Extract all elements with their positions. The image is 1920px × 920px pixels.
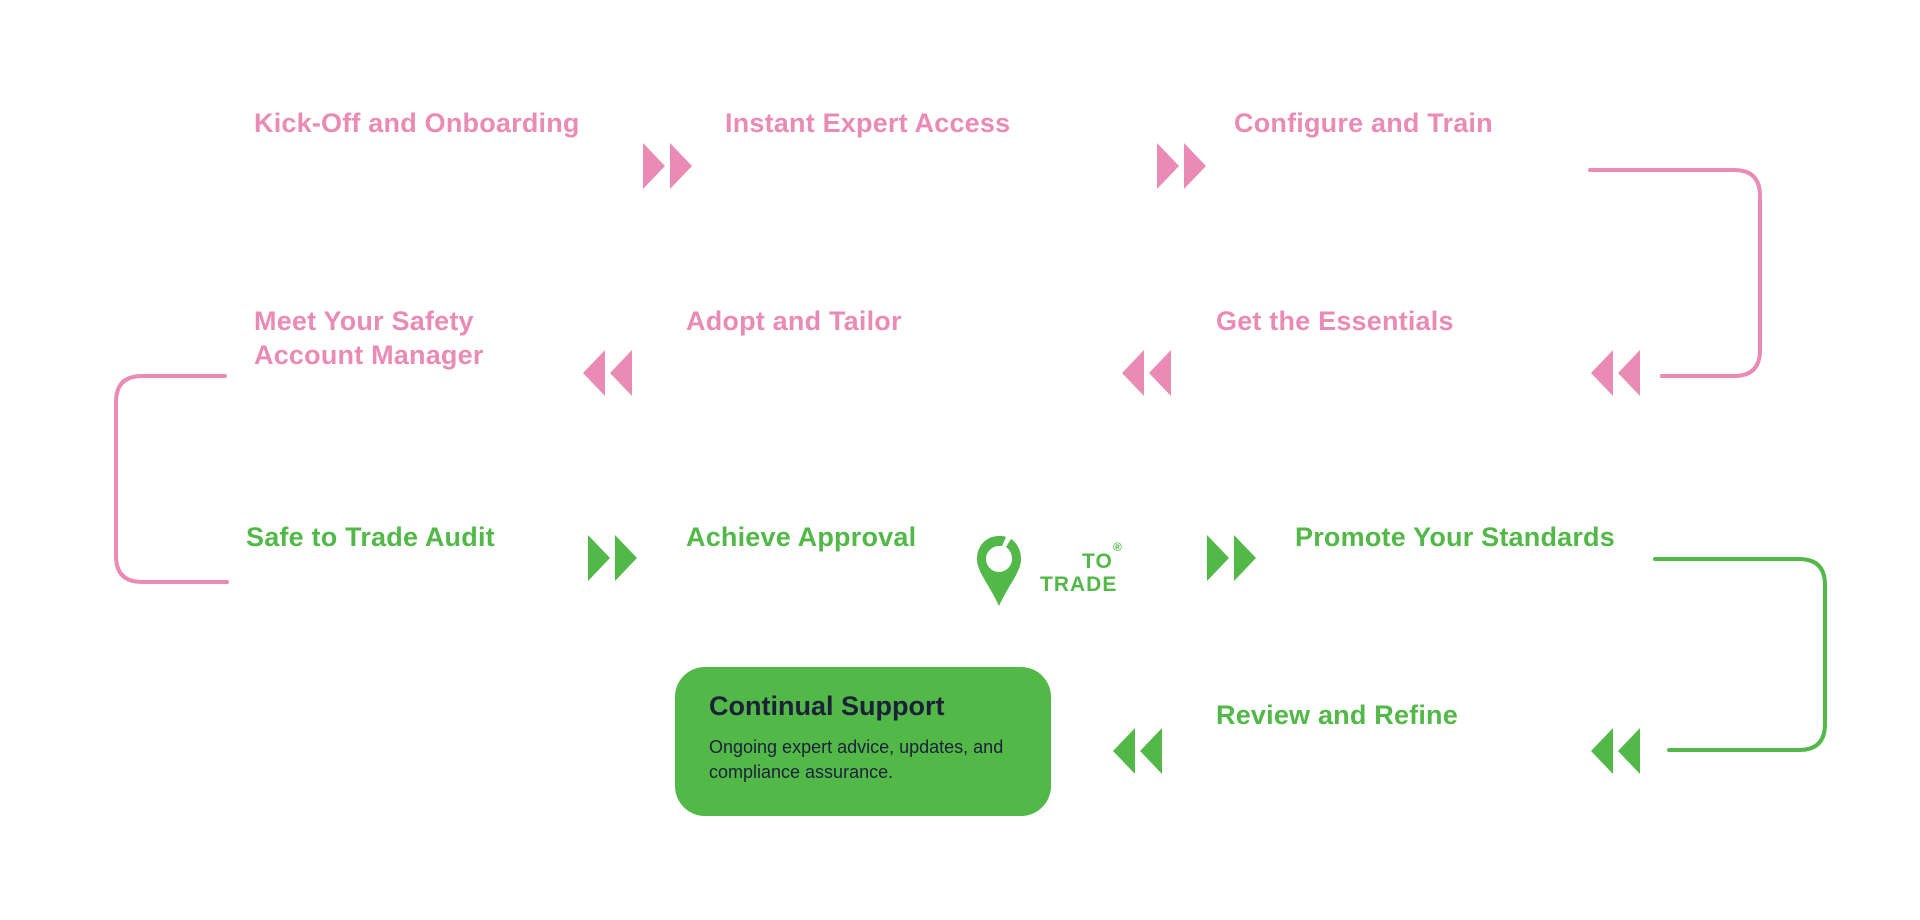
safe-to-trade-logo: SAFE TO ® TRADE xyxy=(972,532,1132,610)
logo-word-trade: TRADE xyxy=(1040,573,1118,596)
step-safe-to-trade-audit: Safe to Trade Audit xyxy=(246,522,495,552)
final-step-description: Ongoing expert advice, updates, and comp… xyxy=(709,737,1004,782)
double-chevron-right-icon xyxy=(1157,143,1207,189)
step-label-line-1: Meet Your Safety xyxy=(254,306,474,336)
double-chevron-left-icon xyxy=(1591,350,1641,396)
final-step-title: Continual Support xyxy=(709,691,945,721)
double-chevron-left-icon xyxy=(1591,728,1641,774)
step-label-line-2: Account Manager xyxy=(254,340,484,370)
double-chevron-right-icon xyxy=(588,535,638,581)
step-instant-expert-access: Instant Expert Access xyxy=(725,108,1011,138)
registered-mark: ® xyxy=(1113,540,1122,554)
step-review-and-refine: Review and Refine xyxy=(1216,700,1458,730)
final-step-card: Continual Support Ongoing expert advice,… xyxy=(675,667,1051,816)
logo-word-to: TO xyxy=(1082,550,1113,573)
step-get-the-essentials: Get the Essentials xyxy=(1216,306,1454,336)
double-chevron-left-icon xyxy=(1122,350,1172,396)
double-chevron-left-icon xyxy=(583,350,633,396)
step-meet-your-safety-account-manager: Meet Your Safety Account Manager xyxy=(254,304,484,372)
connector-bracket-right-bottom xyxy=(1653,557,1827,752)
double-chevron-right-icon xyxy=(643,143,693,189)
step-promote-your-standards: Promote Your Standards xyxy=(1295,522,1615,552)
step-configure-and-train: Configure and Train xyxy=(1234,108,1493,138)
logo-word-safe: SAFE xyxy=(1040,550,1101,573)
map-pin-icon xyxy=(977,536,1021,606)
connector-bracket-left xyxy=(114,374,229,584)
double-chevron-left-icon xyxy=(1113,728,1163,774)
connector-bracket-right-top xyxy=(1588,168,1762,378)
double-chevron-right-icon xyxy=(1207,535,1257,581)
step-achieve-approval: Achieve Approval xyxy=(686,522,917,552)
step-adopt-and-tailor: Adopt and Tailor xyxy=(686,306,902,336)
step-kick-off-and-onboarding: Kick-Off and Onboarding xyxy=(254,108,580,138)
